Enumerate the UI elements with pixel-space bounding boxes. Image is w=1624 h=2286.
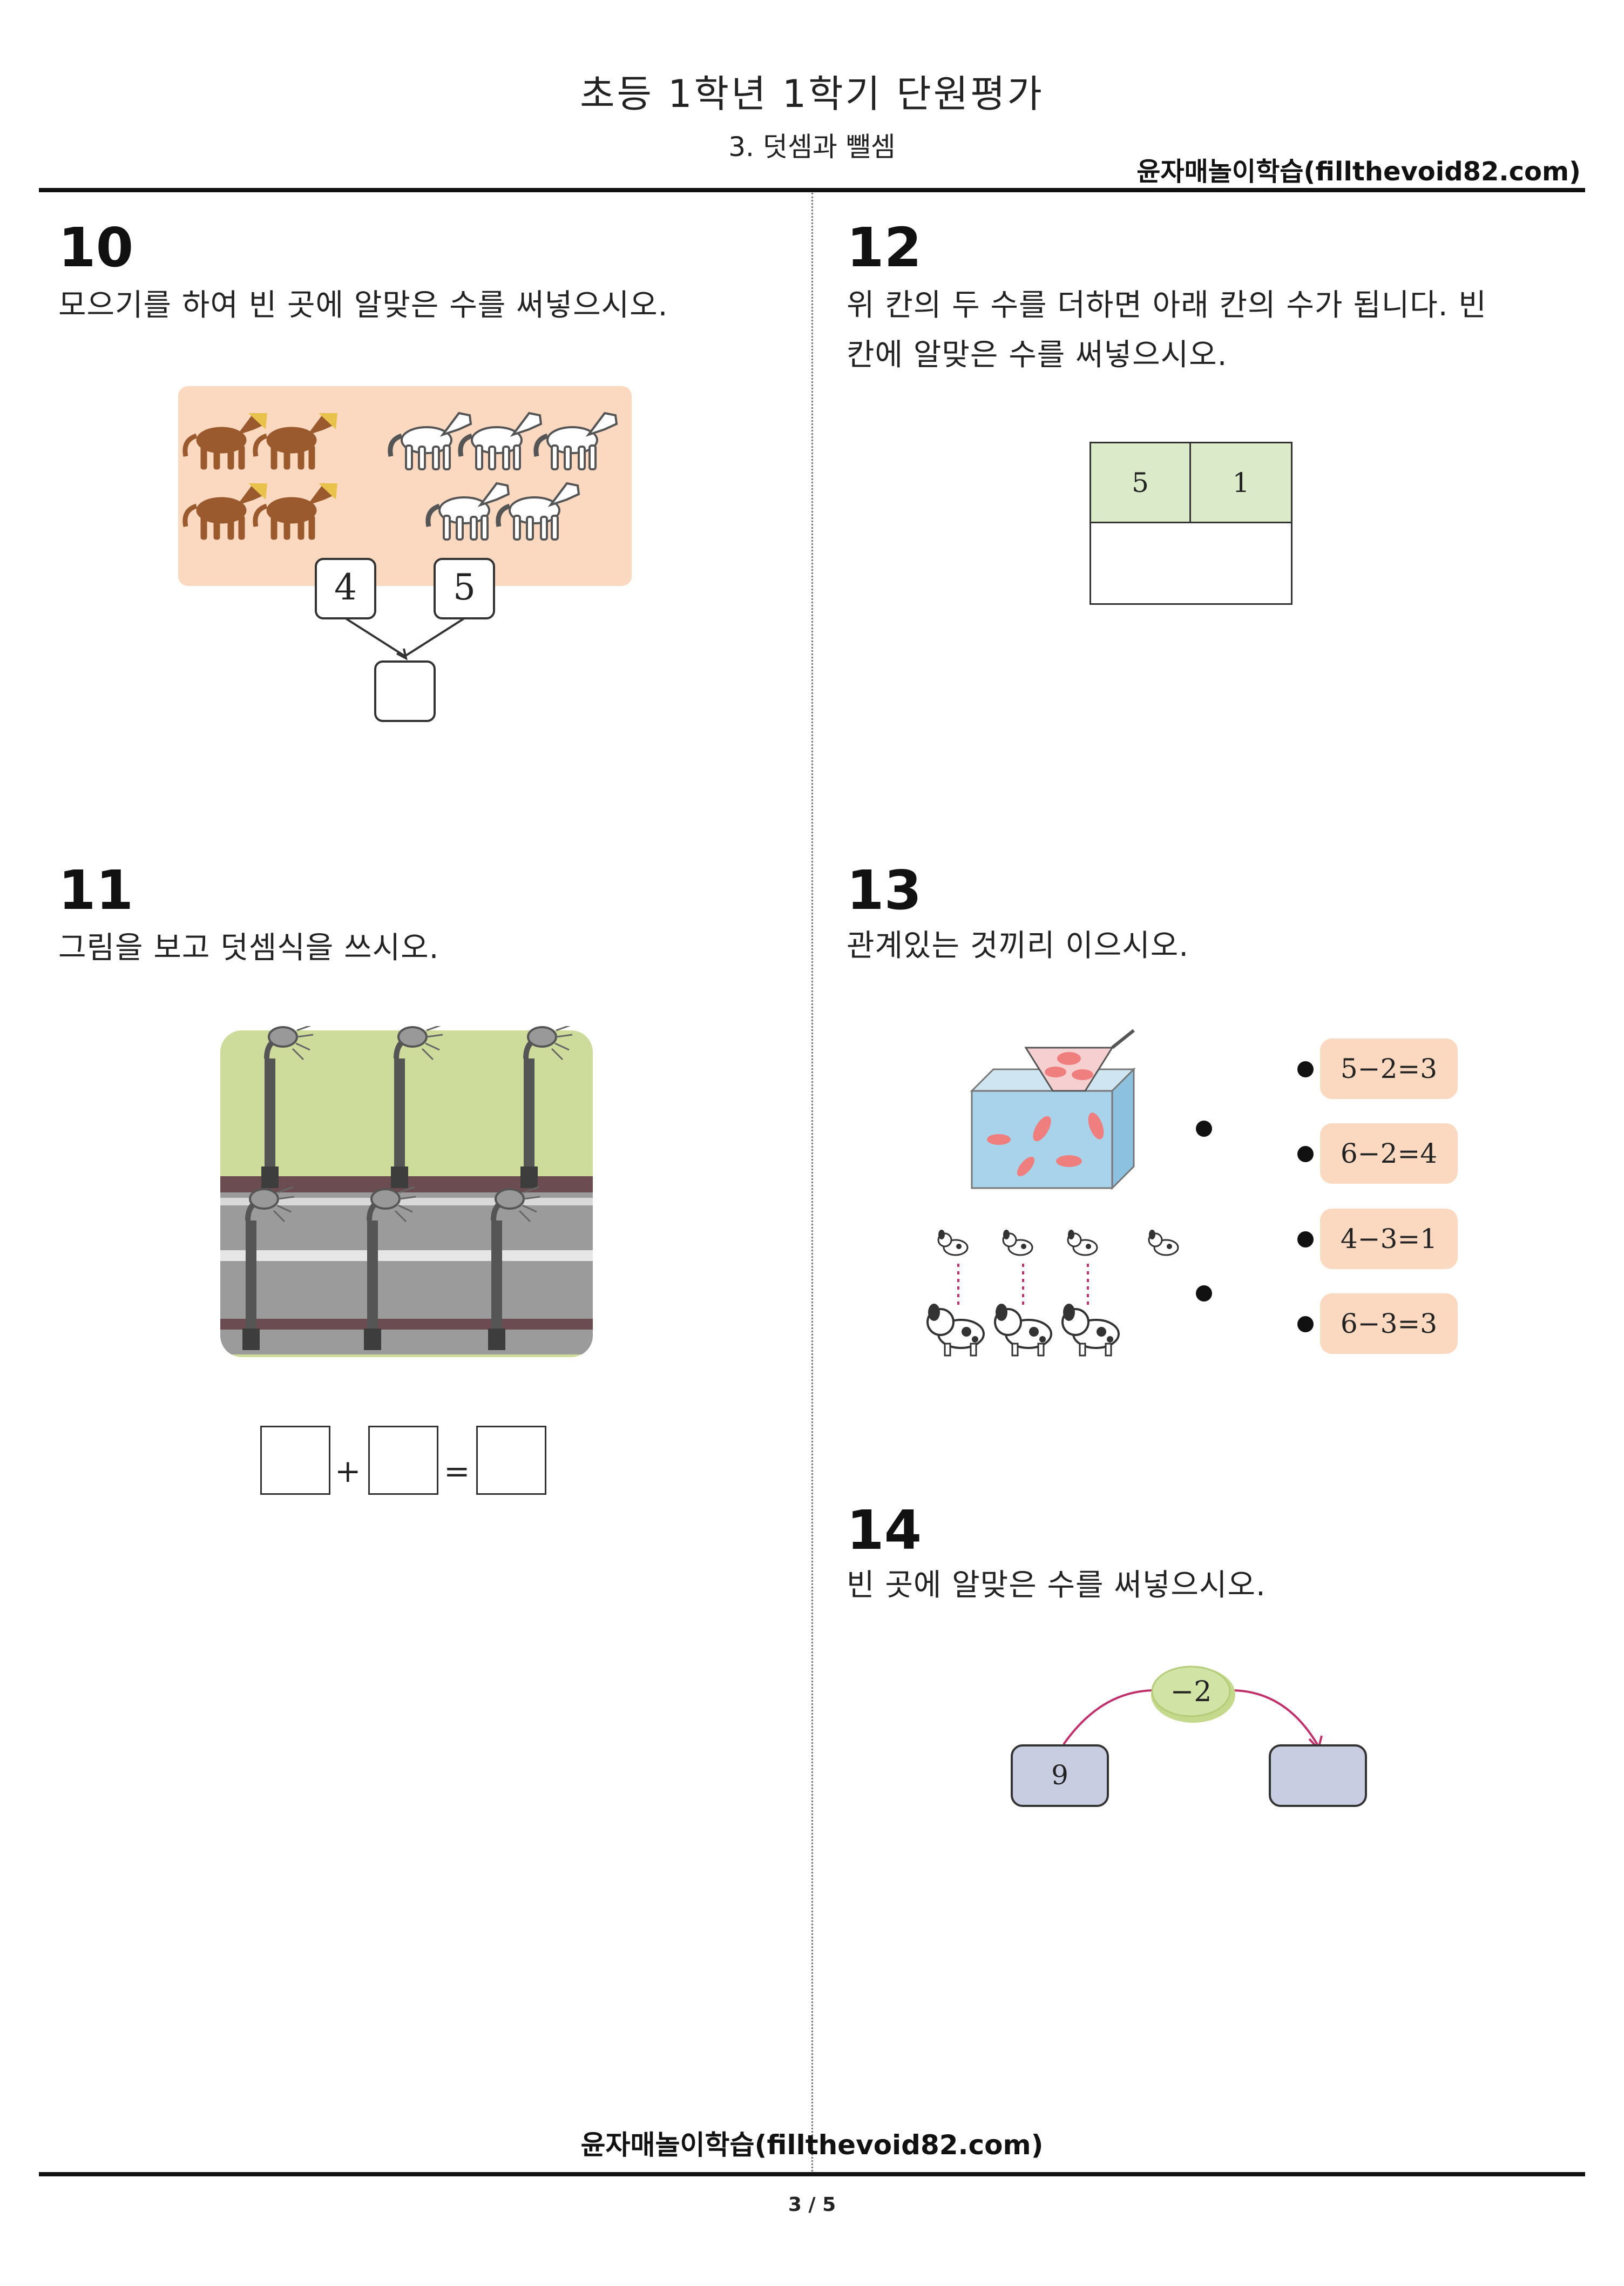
- site-credit-bottom: 윤자매놀이학습(fillthevoid82.com): [580, 2129, 1044, 2161]
- q12-pyramid: 5 1: [1090, 442, 1293, 605]
- q10-answer-box[interactable]: [374, 660, 436, 722]
- q13-option-3: 4−3=1: [1320, 1209, 1458, 1269]
- q13-right-dot-1[interactable]: [1297, 1061, 1314, 1077]
- q12-answer-cell[interactable]: [1091, 523, 1291, 603]
- q13-net: [1024, 1029, 1135, 1092]
- question-text-13: 관계있는 것끼리 이으시오.: [847, 928, 1189, 963]
- question-text-12-line1: 위 칸의 두 수를 더하면 아래 칸의 수가 됩니다. 빈: [847, 288, 1487, 323]
- q14-answer-box[interactable]: [1269, 1744, 1367, 1807]
- q13-squid: [987, 1112, 1104, 1177]
- site-credit-top: 윤자매놀이학습(fillthevoid82.com): [1136, 157, 1581, 187]
- q10-figure: 4 5: [178, 386, 632, 722]
- page-title: 초등 1학년 1학기 단원평가: [580, 72, 1044, 116]
- question-number-11: 11: [58, 859, 134, 922]
- q14-start-value: 9: [1051, 1759, 1068, 1791]
- q10-left-value: 4: [334, 567, 357, 608]
- q14-operator-oval: [1151, 1665, 1231, 1717]
- q13-option-1: 5−2=3: [1320, 1039, 1458, 1099]
- q14-figure: −2 9: [1011, 1665, 1367, 1807]
- question-text-11: 그림을 보고 덧셈식을 쓰시오.: [58, 930, 439, 966]
- question-number-13: 13: [847, 859, 922, 922]
- brown-horse-manes: [248, 413, 337, 500]
- q12-top-right-cell: 1: [1191, 443, 1291, 523]
- q13-right-dot-3[interactable]: [1297, 1231, 1314, 1247]
- column-divider: [811, 193, 813, 2175]
- q11-blank-1[interactable]: [260, 1426, 330, 1495]
- q14-operator: −2: [1170, 1676, 1212, 1708]
- q13-right-dot-2[interactable]: [1297, 1146, 1314, 1162]
- q11-plus-sign: +: [335, 1453, 361, 1489]
- header-rule: [39, 188, 1585, 192]
- question-text-14: 빈 곳에 알맞은 수를 써넣으시오.: [847, 1568, 1266, 1603]
- q14-start-box: [1011, 1744, 1109, 1807]
- question-text-12-line2: 칸에 알맞은 수를 써넣으시오.: [847, 338, 1228, 373]
- footer-rule: [39, 2172, 1585, 2176]
- q11-street-figure: [220, 1026, 593, 1357]
- question-text-10: 모으기를 하여 빈 곳에 알맞은 수를 써넣으시오.: [58, 288, 668, 323]
- q14-arc-right: [1230, 1689, 1318, 1745]
- q10-right-value: 5: [453, 567, 476, 608]
- q13-dogs-figure: [926, 1229, 1179, 1357]
- q13-option-2: 6−2=4: [1320, 1123, 1458, 1184]
- q14-arc-left: [1063, 1689, 1156, 1745]
- q10-arrow-left: [344, 617, 406, 657]
- q13-left-dot-1[interactable]: [1196, 1121, 1212, 1137]
- q11-blank-2[interactable]: [368, 1426, 438, 1495]
- page-subtitle: 3. 덧셈과 뺄셈: [728, 131, 896, 163]
- page-number: 3 / 5: [788, 2194, 836, 2216]
- q13-option-4: 6−3=3: [1320, 1293, 1458, 1354]
- q10-arrow-right: [404, 617, 465, 657]
- question-number-12: 12: [847, 216, 922, 279]
- q13-right-dot-4[interactable]: [1297, 1316, 1314, 1332]
- q13-fishtank-figure: [970, 1029, 1136, 1190]
- q11-blank-3[interactable]: [476, 1426, 546, 1495]
- question-number-10: 10: [58, 216, 134, 279]
- q13-left-dot-2[interactable]: [1196, 1285, 1212, 1302]
- q11-equals-sign: =: [444, 1453, 470, 1489]
- q12-top-left-cell: 5: [1091, 443, 1191, 523]
- question-number-14: 14: [847, 1499, 922, 1562]
